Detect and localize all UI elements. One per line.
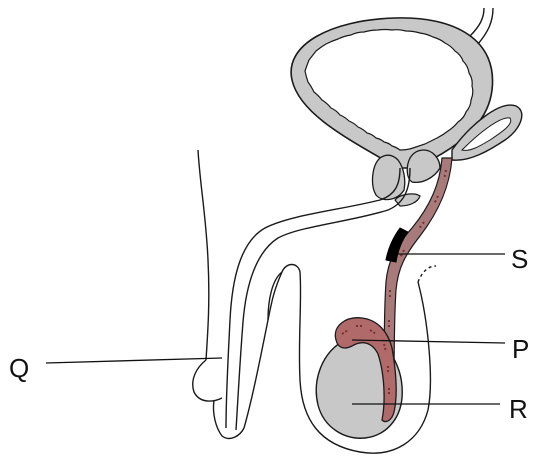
penis-upper-outline [198,150,209,360]
label-s: S [511,246,528,272]
label-q: Q [9,355,29,381]
glans [193,360,222,401]
penis [193,150,282,438]
label-r: R [509,396,528,422]
penis-lower-outline [244,272,282,428]
label-p: P [512,336,529,362]
leader-lines [46,254,505,404]
bladder-inner-wall [305,30,473,151]
leader-line-q [46,358,222,363]
glans-tip [213,400,244,438]
